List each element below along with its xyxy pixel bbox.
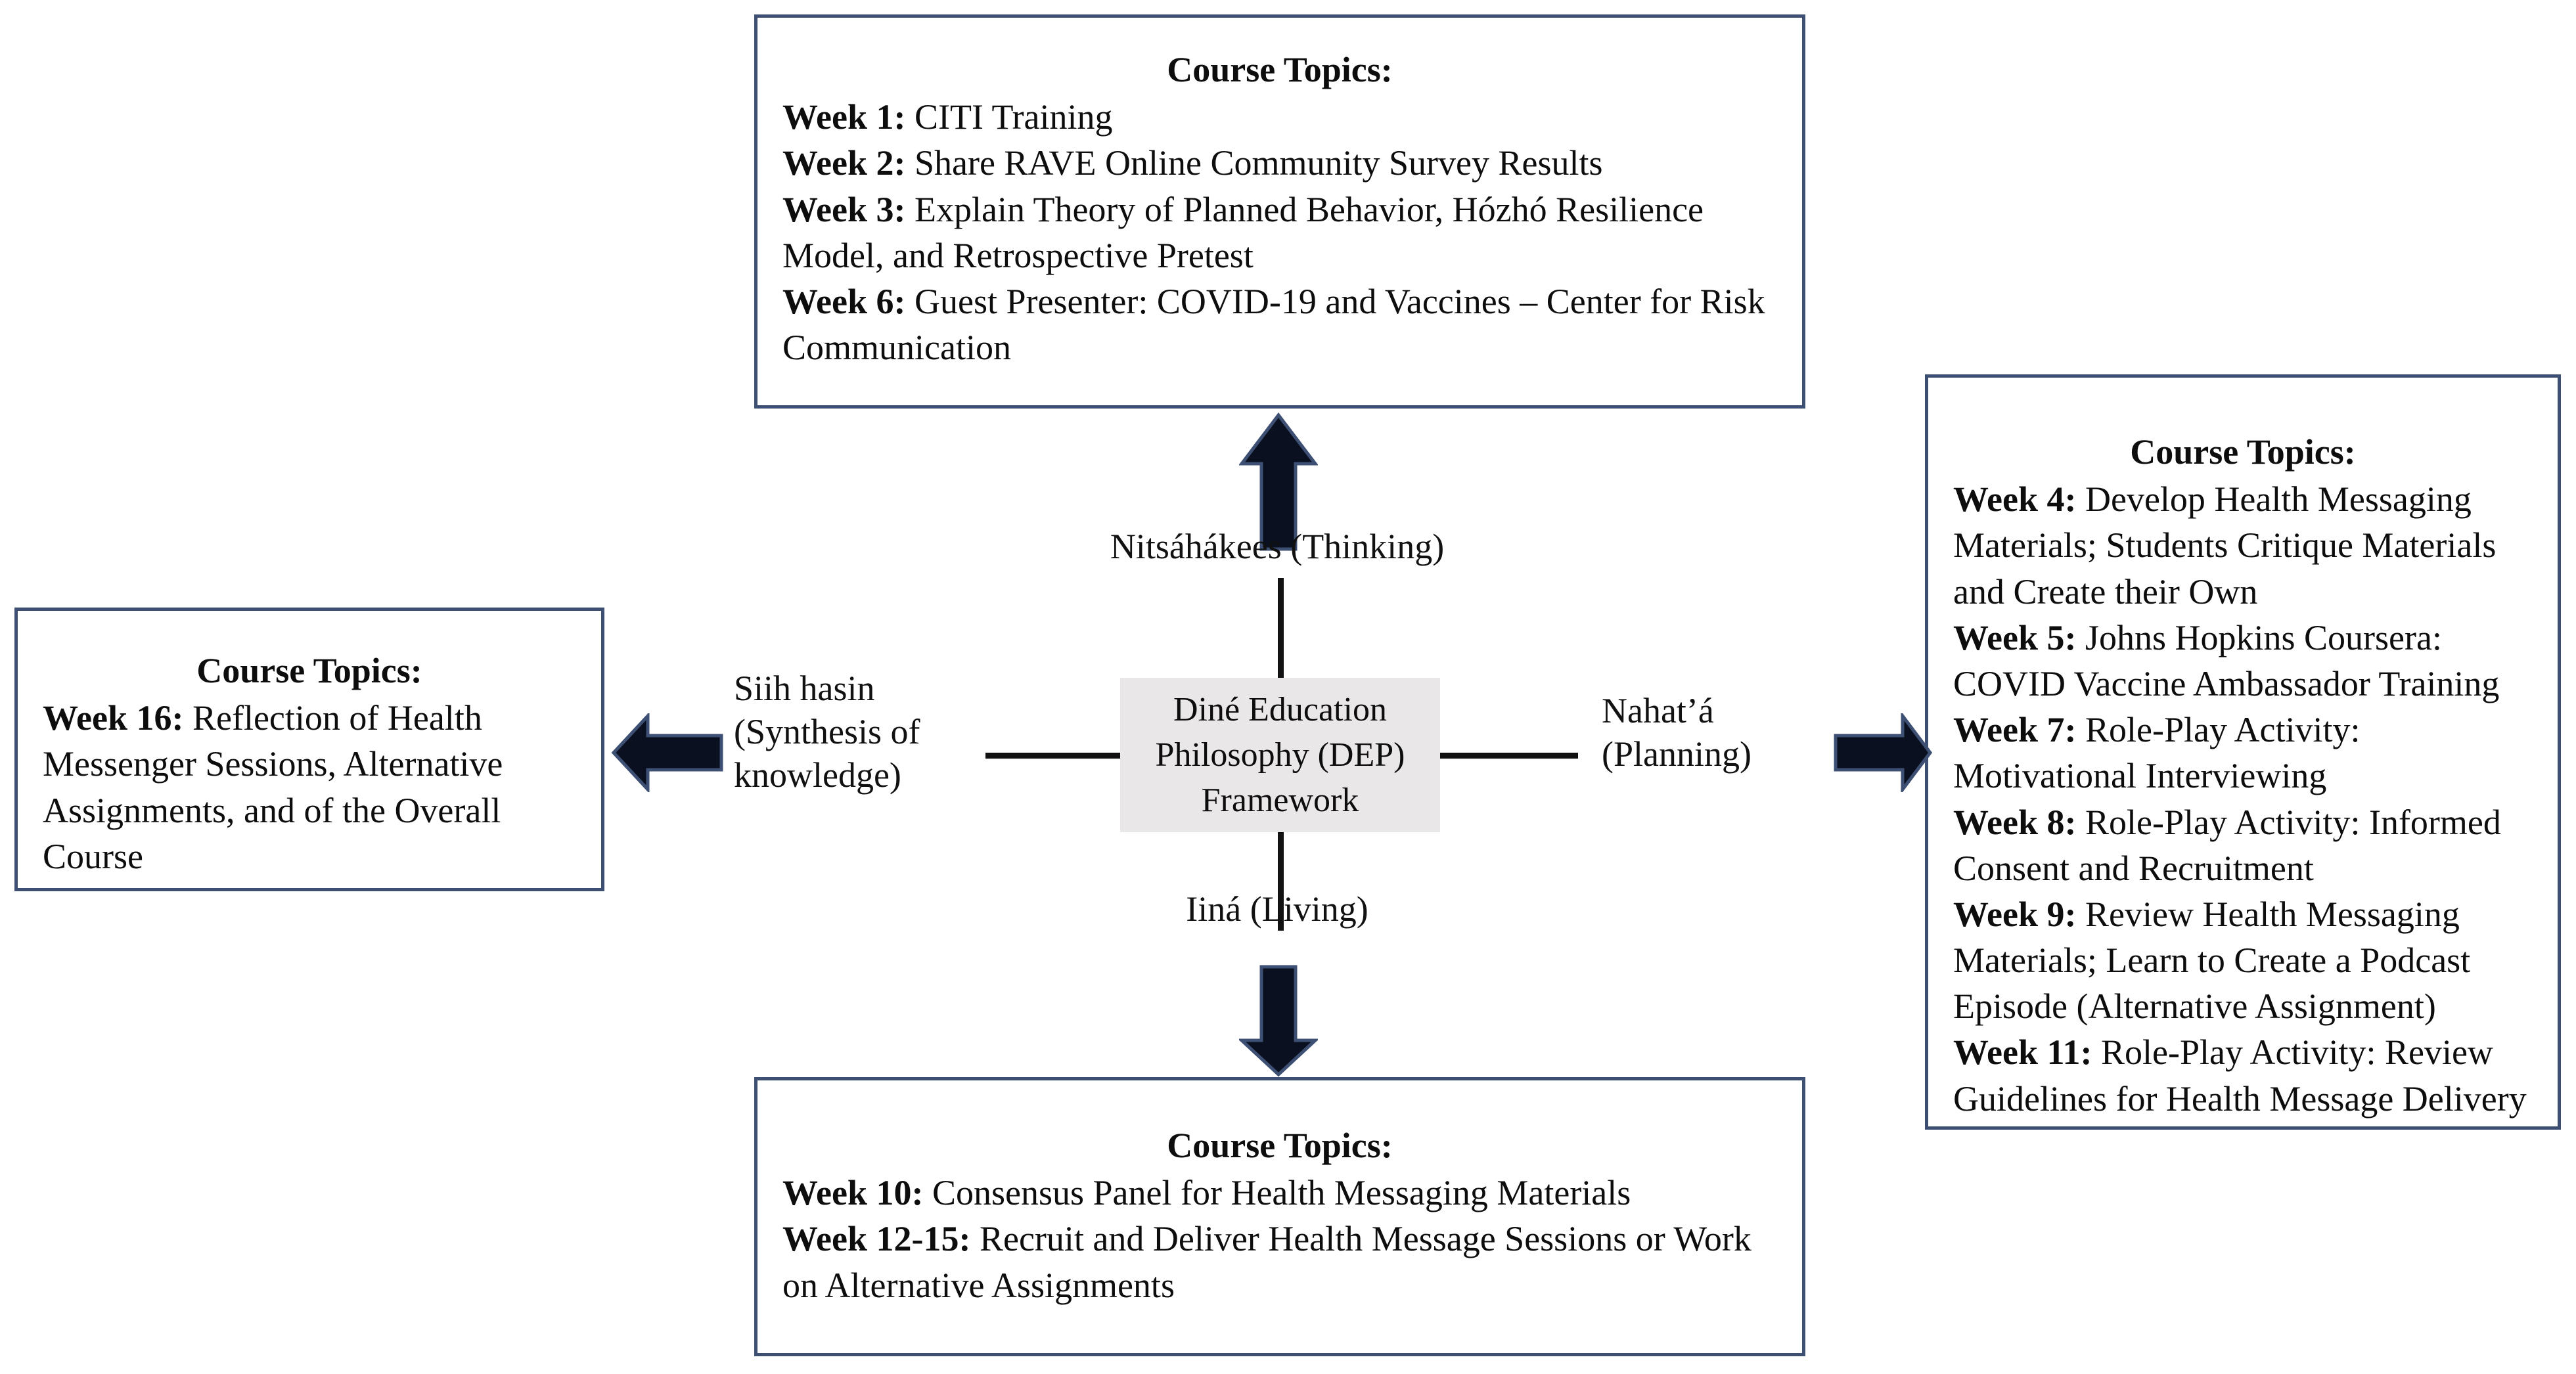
topic-line: Week 4: Develop Health Messaging Materia… <box>1953 476 2533 615</box>
topic-line: Week 1: CITI Training <box>782 94 1777 140</box>
arrow-up-icon <box>1239 412 1318 552</box>
arrow-right-icon <box>1833 713 1933 792</box>
topic-week-text: Share RAVE Online Community Survey Resul… <box>905 143 1603 183</box>
topic-week-label: Week 9: <box>1953 894 2077 934</box>
connector-stem-left <box>985 753 1122 759</box>
topic-week-label: Week 11: <box>1953 1032 2092 1073</box>
topic-line: Week 16: Reflection of Health Messenger … <box>43 695 576 879</box>
topic-week-label: Week 1: <box>782 97 906 137</box>
connector-label-right: Nahat’á (Planning) <box>1602 691 1751 774</box>
topic-line: Week 9: Review Health Messaging Material… <box>1953 891 2533 1030</box>
topic-week-label: Week 5: <box>1953 617 2077 657</box>
topic-week-label: Week 10: <box>782 1173 924 1213</box>
topic-week-text: Role-Play Activity: Informed Consent and… <box>1953 802 2501 888</box>
center-node-label: Diné Education Philosophy (DEP) Framewor… <box>1155 690 1405 820</box>
topic-line: Week 12-15: Recruit and Deliver Health M… <box>782 1216 1777 1308</box>
topic-line: Week 7: Role-Play Activity: Motivational… <box>1953 707 2533 799</box>
topic-line: Week 2: Share RAVE Online Community Surv… <box>782 140 1777 186</box>
connector-stem-right <box>1439 753 1578 759</box>
right-box-topic-list: Week 4: Develop Health Messaging Materia… <box>1953 476 2533 1122</box>
topic-week-text: Guest Presenter: COVID-19 and Vaccines –… <box>782 281 1765 368</box>
top-box-title: Course Topics: <box>1167 50 1393 89</box>
left-box-topic-list: Week 16: Reflection of Health Messenger … <box>43 695 576 879</box>
topic-line: Week 10: Consensus Panel for Health Mess… <box>782 1170 1777 1216</box>
topic-line: Week 3: Explain Theory of Planned Behavi… <box>782 187 1777 278</box>
topic-line: Week 11: Role-Play Activity: Review Guid… <box>1953 1029 2533 1121</box>
topic-week-text: Reflection of Health Messenger Sessions,… <box>43 698 503 876</box>
topic-week-text: Review Health Messaging Materials; Learn… <box>1953 894 2471 1027</box>
topic-week-label: Week 7: <box>1953 710 2077 750</box>
topic-week-label: Week 16: <box>43 698 184 738</box>
topic-week-label: Week 4: <box>1953 479 2077 520</box>
arrow-down-icon <box>1239 964 1318 1077</box>
topic-week-label: Week 2: <box>782 143 906 183</box>
arrow-left-icon <box>611 713 724 792</box>
topic-line: Week 5: Johns Hopkins Coursera: COVID Va… <box>1953 615 2533 707</box>
topic-week-text: Recruit and Deliver Health Message Sessi… <box>782 1219 1751 1305</box>
topic-week-text: Role-Play Activity: Motivational Intervi… <box>1953 710 2361 796</box>
topic-box-left: Course Topics: Week 16: Reflection of He… <box>14 608 604 891</box>
topic-week-label: Week 12-15: <box>782 1219 971 1259</box>
topic-week-text: Develop Health Messaging Materials; Stud… <box>1953 479 2497 611</box>
topic-week-label: Week 3: <box>782 189 906 229</box>
topic-week-text: Johns Hopkins Coursera: COVID Vaccine Am… <box>1953 617 2500 703</box>
topic-week-text: CITI Training <box>905 97 1113 137</box>
connector-label-left: Siih hasin (Synthesis of knowledge) <box>734 669 920 795</box>
connector-label-down: Iiná (Living) <box>1186 889 1368 929</box>
connector-label-up: Nitsáhákees (Thinking) <box>1110 527 1445 566</box>
bottom-box-topic-list: Week 10: Consensus Panel for Health Mess… <box>782 1170 1777 1308</box>
topic-week-text: Consensus Panel for Health Messaging Mat… <box>923 1173 1631 1213</box>
left-box-title: Course Topics: <box>196 651 422 690</box>
connector-stem-down <box>1278 832 1284 931</box>
bottom-box-title: Course Topics: <box>1167 1126 1393 1165</box>
topic-line: Week 6: Guest Presenter: COVID-19 and Va… <box>782 278 1777 370</box>
right-box-title: Course Topics: <box>2130 432 2356 472</box>
topic-box-bottom: Course Topics: Week 10: Consensus Panel … <box>754 1077 1805 1356</box>
topic-week-text: Role-Play Activity: Review Guidelines fo… <box>1953 1032 2527 1119</box>
topic-line: Week 8: Role-Play Activity: Informed Con… <box>1953 799 2533 891</box>
topic-week-text: Explain Theory of Planned Behavior, Hózh… <box>782 189 1704 275</box>
center-node-dep-framework[interactable]: Diné Education Philosophy (DEP) Framewor… <box>1120 678 1440 832</box>
topic-week-label: Week 8: <box>1953 802 2077 842</box>
connector-stem-up <box>1278 578 1284 678</box>
topic-box-right: Course Topics: Week 4: Develop Health Me… <box>1925 374 2561 1130</box>
topic-week-label: Week 6: <box>782 281 906 321</box>
